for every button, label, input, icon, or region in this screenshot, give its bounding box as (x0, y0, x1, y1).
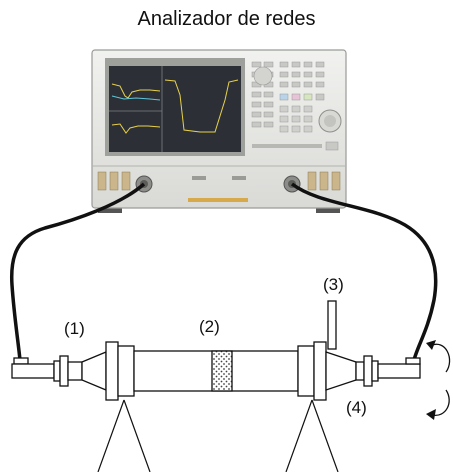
adapter-ring-right-b (371, 360, 379, 382)
cable-right (290, 182, 438, 361)
label-sample: (2) (199, 317, 220, 336)
cable-plug-right (405, 357, 421, 365)
analyzer-port-panel (97, 171, 341, 202)
label-port-tube: (3) (323, 275, 344, 294)
connector-right (377, 363, 421, 379)
cable-left (9, 182, 146, 361)
screen-trace-upper-left (111, 83, 161, 99)
flange-left-outer (105, 341, 119, 401)
rotation-arrow-upper (429, 343, 451, 373)
front-panel-keys (251, 61, 342, 151)
cable-plug-left (13, 357, 29, 365)
adapter-ring-right-a (363, 355, 373, 387)
flange-right-inner (297, 345, 315, 397)
adapter-ring-left-b (59, 355, 69, 387)
analyzer-screen (109, 66, 241, 152)
measurement-line (11, 300, 421, 401)
screen-trace-lower-left (111, 123, 161, 134)
support-left-b (123, 399, 151, 472)
adapter-body-right (355, 361, 365, 381)
screen-trace-right (164, 79, 239, 133)
screen-trace-upper-left-2 (111, 95, 161, 101)
diagram-title: Analizador de redes (137, 8, 316, 30)
taper-right (325, 351, 357, 391)
adapter-ring-left-a (53, 360, 61, 382)
rotation-arrows (426, 340, 451, 420)
flange-left-inner (117, 345, 135, 397)
taper-left (81, 351, 107, 391)
adapter-body-left (67, 361, 83, 381)
label-rotating-adapter: (4) (346, 398, 367, 417)
sample-material (211, 350, 233, 392)
network-analyzer (91, 49, 347, 213)
stand-supports (97, 399, 339, 472)
analyzer-label-strip (188, 198, 248, 202)
support-right-a (285, 399, 313, 472)
label-adapter: (1) (64, 319, 85, 338)
support-right-b (311, 399, 339, 472)
side-port-tube (327, 300, 337, 350)
nav-pad (253, 66, 273, 86)
rotation-arrow-lower (431, 389, 450, 416)
connector-left (11, 363, 55, 379)
support-left-a (97, 399, 125, 472)
flange-right-outer (313, 341, 327, 401)
